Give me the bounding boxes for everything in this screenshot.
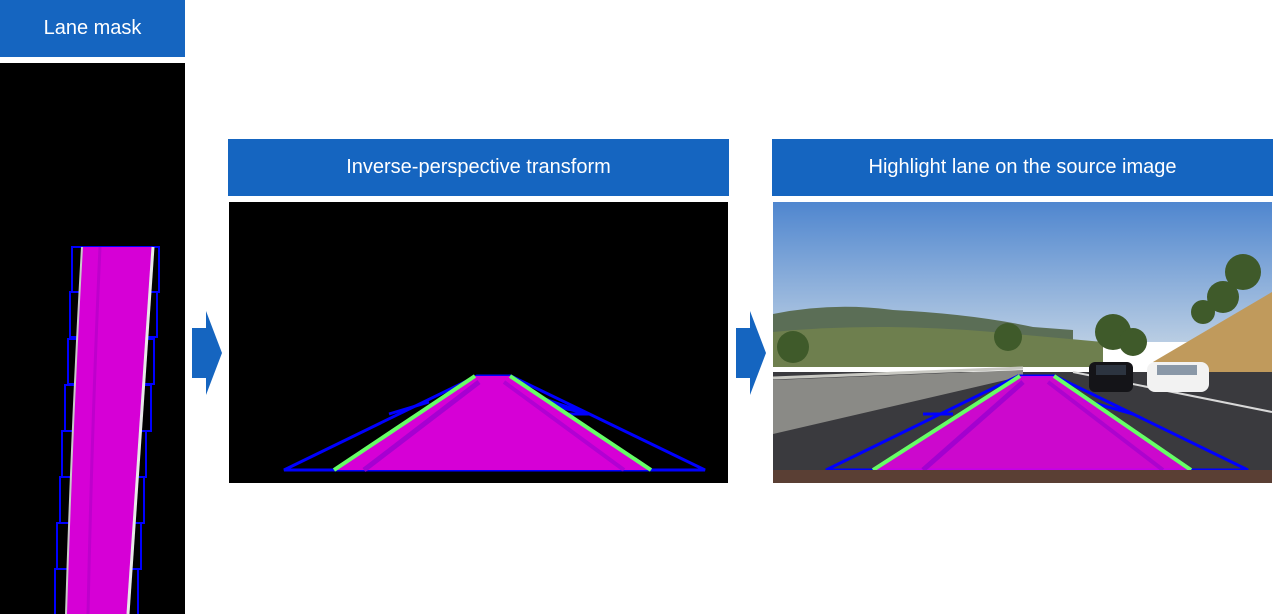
- arrow-right-icon: [736, 311, 766, 395]
- highlight-lane-title: Highlight lane on the source image: [772, 139, 1273, 196]
- lane-mask-image: [0, 63, 185, 614]
- inverse-perspective-title: Inverse-perspective transform: [228, 139, 729, 196]
- lane-fill: [334, 376, 651, 470]
- source-image-with-lane: [773, 202, 1272, 483]
- car-white: [1147, 362, 1209, 392]
- lane-mask-title: Lane mask: [0, 0, 185, 57]
- lane-fill: [66, 247, 153, 614]
- car-black: [1089, 362, 1133, 392]
- arrow-right-icon: [192, 311, 222, 395]
- inverse-perspective-image: [229, 202, 728, 483]
